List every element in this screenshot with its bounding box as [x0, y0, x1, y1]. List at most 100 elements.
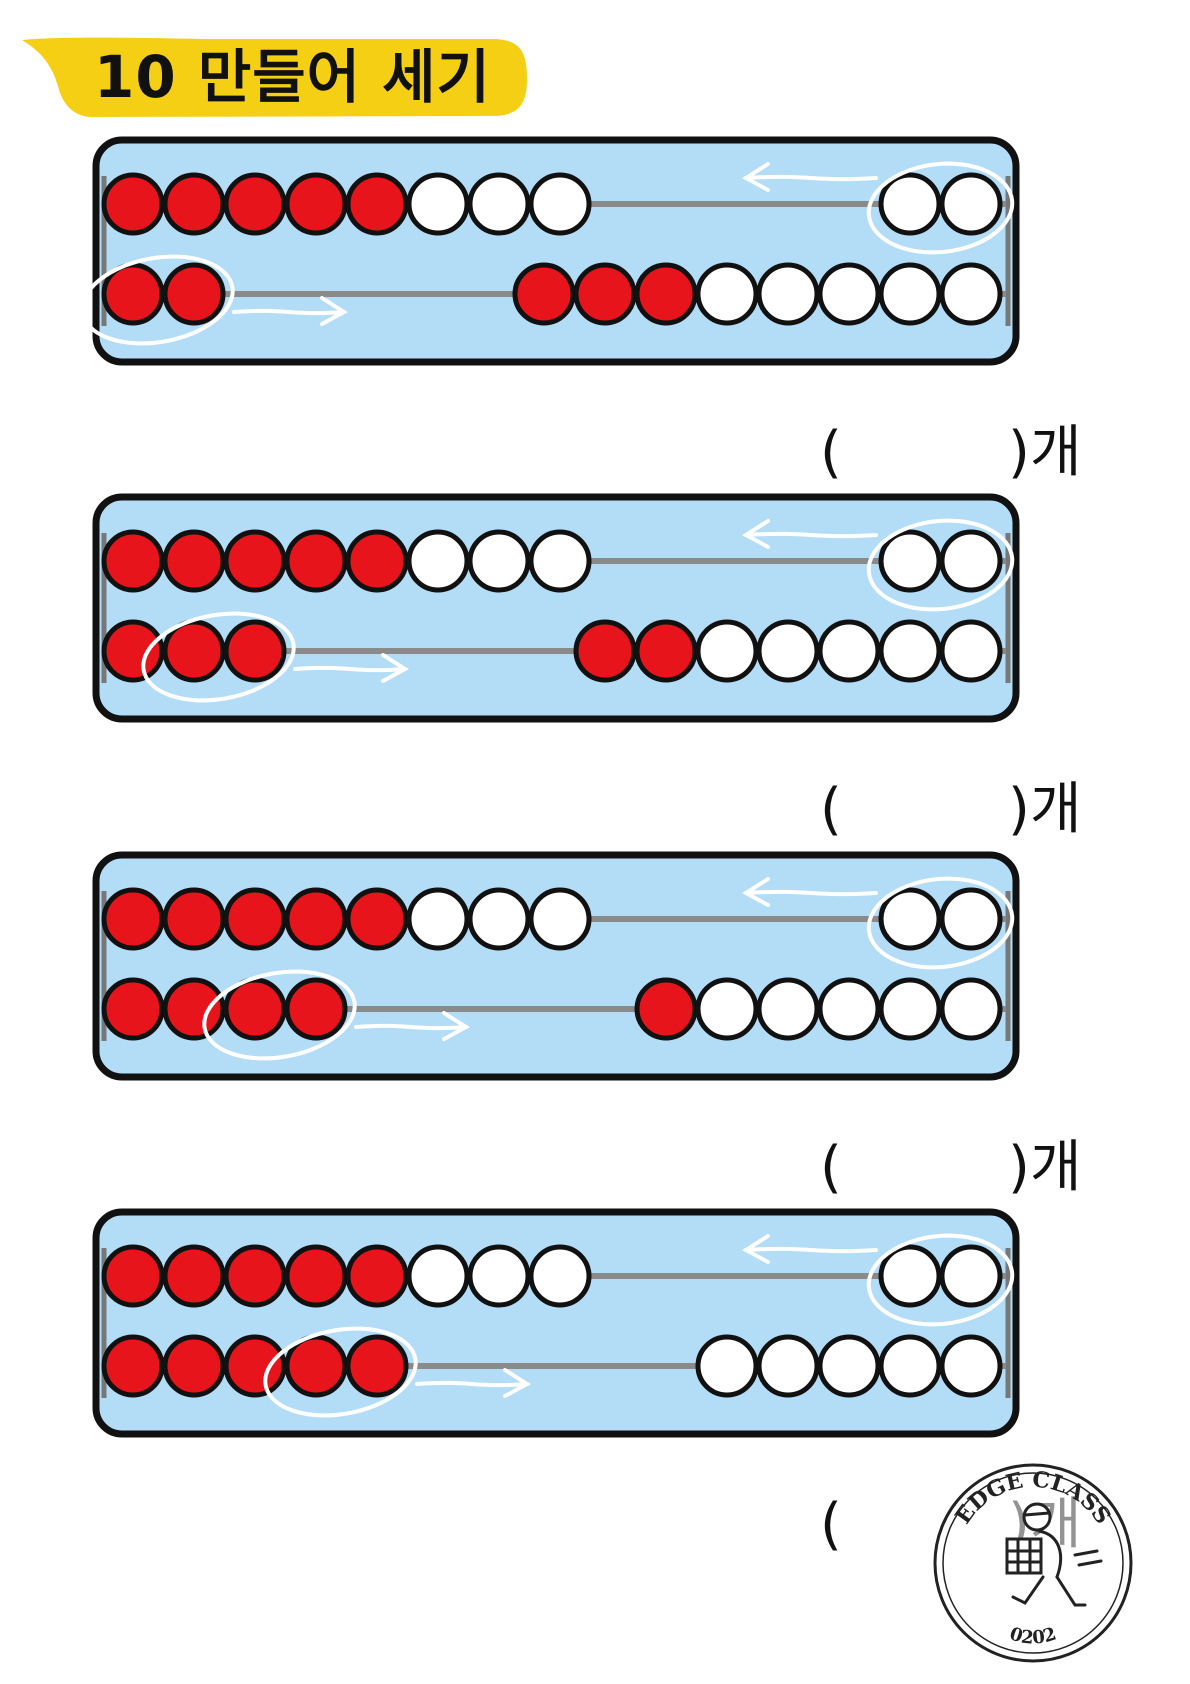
white-bead — [878, 172, 942, 236]
answer-blank[interactable]: ()개 — [820, 1123, 1130, 1213]
white-bead — [878, 529, 942, 593]
white-bead — [939, 887, 1003, 951]
close-paren: ) — [1008, 777, 1030, 842]
white-bead — [939, 1334, 1003, 1398]
white-bead — [878, 1334, 942, 1398]
red-bead — [284, 1244, 348, 1308]
title-banner: 10 만들어 세기 — [22, 34, 542, 124]
red-bead — [223, 1334, 287, 1398]
red-bead — [634, 619, 698, 683]
page-title: 10 만들어 세기 — [94, 43, 491, 111]
open-paren: ( — [820, 777, 842, 842]
white-bead — [528, 172, 592, 236]
red-bead — [101, 1334, 165, 1398]
arrow-left-icon — [742, 519, 878, 549]
answer-blank[interactable]: ()개 — [820, 408, 1130, 498]
white-bead — [939, 262, 1003, 326]
arrow-left-icon — [742, 1234, 878, 1264]
white-bead — [817, 977, 881, 1041]
red-bead — [345, 887, 409, 951]
white-bead — [878, 262, 942, 326]
answer-blank[interactable]: ()개 — [820, 765, 1130, 855]
white-bead — [756, 977, 820, 1041]
red-bead — [345, 529, 409, 593]
white-bead — [756, 262, 820, 326]
red-bead — [162, 977, 226, 1041]
red-bead — [101, 262, 165, 326]
circle-annotation — [263, 1326, 418, 1418]
red-bead — [162, 1244, 226, 1308]
white-bead — [406, 887, 470, 951]
red-bead — [162, 887, 226, 951]
unit-label: 개 — [1030, 420, 1082, 485]
white-bead — [817, 619, 881, 683]
white-bead — [939, 1244, 1003, 1308]
red-bead — [634, 262, 698, 326]
arrow-right-icon — [415, 1368, 531, 1398]
white-bead — [817, 262, 881, 326]
circle-annotation — [92, 254, 235, 346]
white-bead — [406, 1244, 470, 1308]
red-bead — [223, 1244, 287, 1308]
white-bead — [695, 977, 759, 1041]
red-bead — [512, 262, 576, 326]
white-bead — [878, 977, 942, 1041]
white-bead — [939, 977, 1003, 1041]
white-bead — [878, 619, 942, 683]
abacus-frame — [92, 136, 1020, 366]
white-bead — [528, 529, 592, 593]
red-bead — [573, 262, 637, 326]
arrow-right-icon — [232, 296, 348, 326]
red-bead — [162, 619, 226, 683]
abacus-frame — [92, 851, 1020, 1081]
red-bead — [223, 887, 287, 951]
white-bead — [756, 1334, 820, 1398]
red-bead — [162, 262, 226, 326]
red-bead — [284, 887, 348, 951]
white-bead — [817, 1334, 881, 1398]
white-bead — [406, 529, 470, 593]
white-bead — [467, 172, 531, 236]
circle-annotation — [141, 611, 296, 703]
red-bead — [101, 619, 165, 683]
circle-annotation — [866, 518, 1015, 612]
close-paren: ) — [1008, 1135, 1030, 1200]
white-bead — [878, 1244, 942, 1308]
red-bead — [345, 172, 409, 236]
white-bead — [528, 887, 592, 951]
red-bead — [634, 977, 698, 1041]
edge-class-stamp-icon: EDGE CLASS 0202 — [933, 1463, 1133, 1663]
close-paren: ) — [1008, 420, 1030, 485]
arrow-right-icon — [354, 1011, 470, 1041]
red-bead — [284, 529, 348, 593]
red-bead — [162, 172, 226, 236]
circle-annotation — [202, 969, 357, 1061]
red-bead — [284, 1334, 348, 1398]
white-bead — [878, 887, 942, 951]
arrow-left-icon — [742, 877, 878, 907]
red-bead — [345, 1334, 409, 1398]
red-bead — [162, 1334, 226, 1398]
problem-3: ()개 — [0, 851, 1190, 1242]
arrow-right-icon — [293, 653, 409, 683]
red-bead — [573, 619, 637, 683]
red-bead — [162, 529, 226, 593]
arrow-left-icon — [742, 162, 878, 192]
red-bead — [223, 529, 287, 593]
white-bead — [756, 619, 820, 683]
red-bead — [345, 1244, 409, 1308]
white-bead — [695, 262, 759, 326]
red-bead — [101, 977, 165, 1041]
red-bead — [284, 977, 348, 1041]
abacus-frame — [92, 1208, 1020, 1438]
title-highlight — [22, 37, 527, 118]
red-bead — [101, 1244, 165, 1308]
open-paren: ( — [820, 1492, 842, 1557]
red-bead — [223, 172, 287, 236]
red-bead — [284, 172, 348, 236]
open-paren: ( — [820, 1135, 842, 1200]
unit-label: 개 — [1030, 1135, 1082, 1200]
circle-annotation — [866, 876, 1015, 970]
red-bead — [101, 887, 165, 951]
